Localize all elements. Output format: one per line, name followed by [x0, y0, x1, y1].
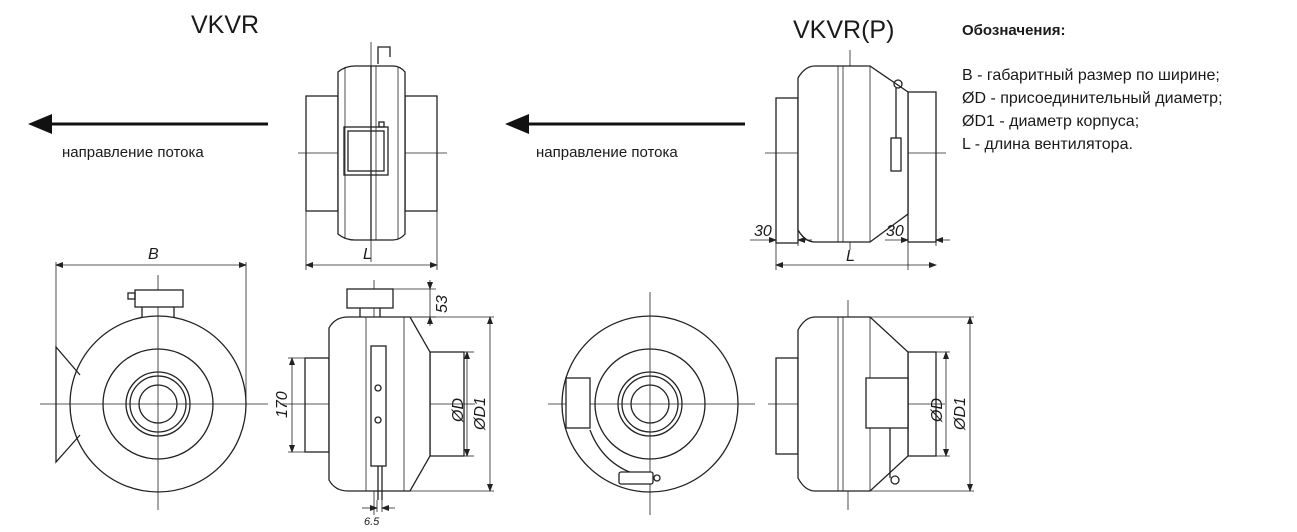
dim-d-vkvr-p: ØD: [929, 398, 946, 423]
dim-b: B: [148, 246, 159, 263]
legend-item-d: ØD - присоединительный диаметр;: [962, 90, 1223, 107]
vkvr-p-side-view-top: 30 30 L: [750, 50, 950, 270]
legend: Обозначения: В - габаритный размер по ши…: [962, 22, 1223, 153]
dim-d1-vkvr-p: ØD1: [952, 397, 969, 431]
vkvr-p-side-view-bottom: ØD ØD1: [768, 300, 974, 510]
flow-label-right: направление потока: [536, 144, 678, 161]
dim-30-left: 30: [754, 223, 772, 240]
dim-30-right: 30: [886, 223, 904, 240]
flow-arrow-right: направление потока: [505, 114, 745, 161]
legend-item-b: В - габаритный размер по ширине;: [962, 67, 1220, 84]
title-vkvr: VKVR: [191, 11, 259, 39]
vkvr-front-view: B: [40, 246, 268, 510]
dim-53: 53: [434, 295, 451, 313]
flow-arrow-left: направление потока: [28, 114, 268, 161]
legend-heading: Обозначения:: [962, 22, 1065, 39]
dim-l-vkvr-p: L: [846, 248, 855, 265]
dim-170: 170: [274, 391, 291, 418]
dim-l-vkvr: L: [363, 246, 372, 263]
vkvr-p-front-view: [548, 292, 755, 515]
flow-label-left: направление потока: [62, 144, 204, 161]
vkvr-side-view-bottom: 170 53 6.5 ØD ØD1: [274, 280, 494, 528]
title-vkvr-p: VKVR(P): [793, 16, 894, 44]
dim-6-5: 6.5: [364, 516, 380, 528]
dim-d1-vkvr: ØD1: [472, 397, 489, 431]
legend-item-l: L - длина вентилятора.: [962, 136, 1133, 153]
vkvr-side-view-top: L: [298, 42, 447, 270]
dim-d-vkvr: ØD: [450, 398, 467, 423]
legend-item-d1: ØD1 - диаметр корпуса;: [962, 113, 1139, 130]
